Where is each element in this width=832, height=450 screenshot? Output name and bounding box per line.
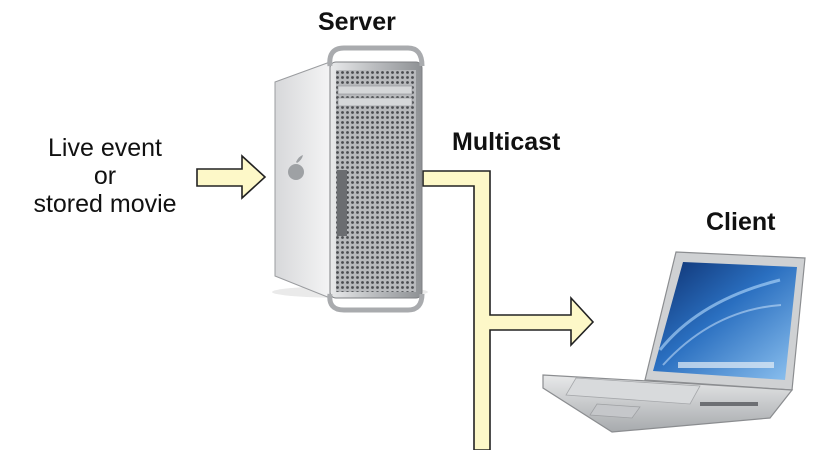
multicast-label: Multicast <box>452 128 561 156</box>
input-arrow <box>196 154 267 200</box>
tower-server-icon <box>272 45 428 313</box>
client-label: Client <box>706 208 776 236</box>
source-label: Live event or stored movie <box>10 134 200 218</box>
laptop-icon <box>542 251 806 433</box>
source-line-3: stored movie <box>33 190 177 218</box>
multicast-pipe <box>422 170 595 450</box>
server-label: Server <box>318 8 396 36</box>
source-line-2: or <box>93 162 117 190</box>
source-line-1: Live event <box>48 134 162 162</box>
